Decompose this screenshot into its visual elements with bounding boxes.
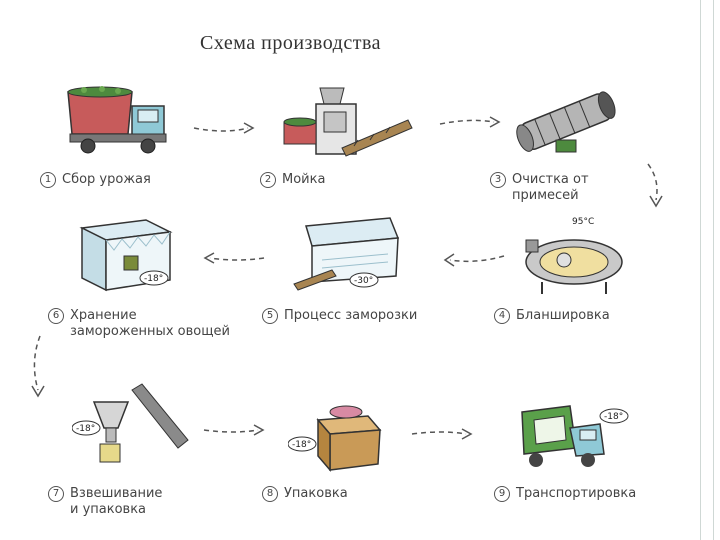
step-5-text: Процесс заморозки [284,308,418,323]
weighing-hopper-icon: -18° [72,383,189,463]
step-6-number: 6 [48,308,64,324]
blanching-tank-icon: 95°C [525,217,623,294]
arrow-3-to-4 [647,163,663,208]
step-8-label: 8 Упаковка [262,486,348,502]
step-9-transport-illustration: -18° [514,398,634,478]
step-3-number: 3 [490,172,506,188]
page-title: Схема производства [200,32,382,54]
packing-box-icon: -18° [288,405,382,473]
cleaning-drum-icon [516,91,616,153]
transport-temperature: -18° [604,412,623,422]
step-7-text-line2: и упаковка [70,502,147,517]
weigh-temperature: -18° [76,424,95,434]
arrow-6-to-7 [31,335,45,398]
step-7-text: Взвешивание [70,486,163,501]
step-3-text-line2: примесей [512,188,579,203]
step-8-packing-illustration: -18° [288,398,388,474]
step-8-number: 8 [262,486,278,502]
page-frame-lines [700,0,714,540]
washing-machine-icon [283,87,413,157]
arrow-5-to-6 [203,252,265,264]
step-9-number: 9 [494,486,510,502]
step-7-number: 7 [48,486,64,502]
step-7-weighing-illustration: -18° [72,380,192,470]
step-1-number: 1 [40,172,56,188]
freeze-temperature: -30° [354,276,373,286]
step-9-text: Транспортировка [516,486,637,501]
arrow-2-to-3 [439,116,501,128]
step-6-storage-illustration: -18° [74,210,179,295]
storage-temperature: -18° [144,274,163,284]
step-4-blanching-illustration: 95°C [512,210,632,300]
step-5-label: 5 Процесс заморозки [262,308,417,324]
step-3-text: Очистка от [512,172,589,187]
step-1-harvest-illustration [62,82,182,162]
arrow-8-to-9 [411,428,473,440]
step-2-washing-illustration [282,78,417,166]
arrow-7-to-8 [203,424,265,436]
step-5-freezing-illustration: -30° [292,210,407,300]
pack-temperature: -18° [292,440,311,450]
step-4-label: 4 Бланшировка [494,308,610,324]
transport-truck-icon: -18° [521,405,629,467]
step-1-label: 1 Сбор урожая [40,172,151,188]
step-6-text: Хранение [70,308,137,323]
step-4-text: Бланшировка [516,308,610,323]
cold-storage-icon: -18° [79,219,173,292]
step-2-label: 2 Мойка [260,172,325,188]
harvest-truck-icon [67,86,167,154]
freezing-tunnel-icon: -30° [293,217,400,291]
step-4-number: 4 [494,308,510,324]
step-1-text: Сбор урожая [62,172,151,187]
step-5-number: 5 [262,308,278,324]
arrow-1-to-2 [193,122,255,134]
step-2-number: 2 [260,172,276,188]
step-6-text-line2: замороженных овощей [70,324,230,339]
arrow-4-to-5 [443,253,505,267]
blanch-temperature: 95°C [572,217,594,227]
step-2-text: Мойка [282,172,326,187]
step-8-text: Упаковка [284,486,348,501]
step-9-label: 9 Транспортировка [494,486,636,502]
step-3-cleaning-illustration [510,82,620,162]
